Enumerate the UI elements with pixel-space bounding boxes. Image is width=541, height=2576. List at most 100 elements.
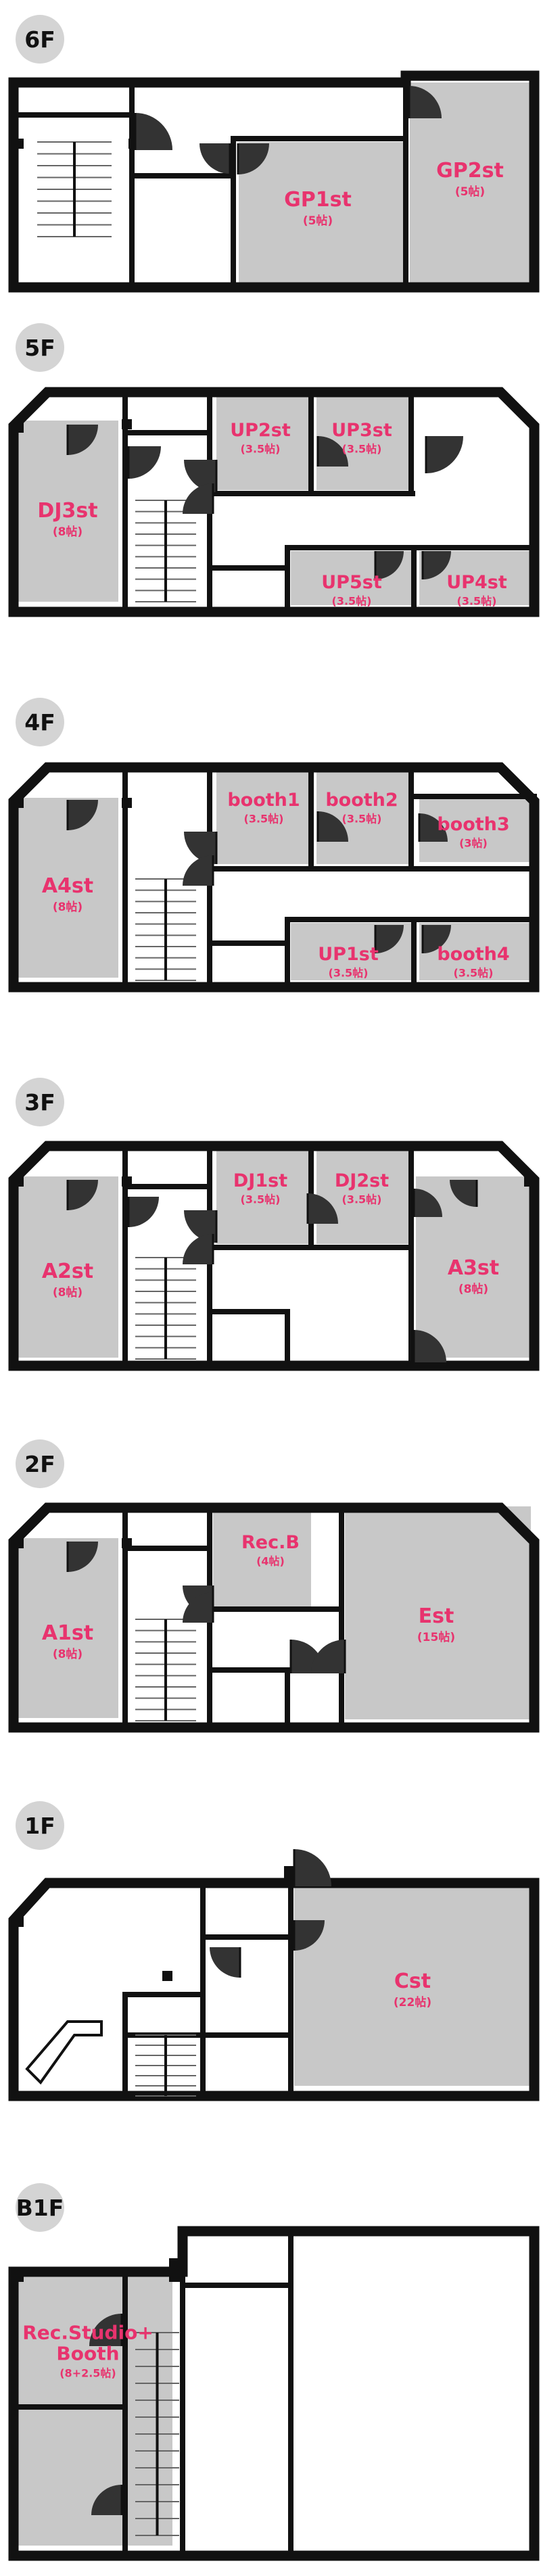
- pillar: [14, 2272, 24, 2282]
- room-name: UP1st: [318, 944, 379, 965]
- door-swing: [128, 446, 161, 479]
- room-name: A2st: [42, 1260, 93, 1283]
- room-name: UP2st: [230, 420, 291, 441]
- floor-badge-circle: [16, 1439, 64, 1488]
- door-swing: [68, 800, 98, 830]
- room-size: (5帖): [303, 214, 333, 228]
- pillar: [524, 1176, 534, 1187]
- room-size: (8帖): [53, 900, 83, 914]
- room-label-cst: Cst (22帖): [394, 1970, 431, 2009]
- room-size: (15帖): [417, 1630, 455, 1644]
- floor-label: 6F: [24, 26, 55, 53]
- door-swing: [199, 143, 230, 174]
- pillar: [14, 1538, 24, 1548]
- door-swing: [375, 925, 404, 953]
- room-name: Rec.Studio+: [22, 2322, 154, 2344]
- door-swing: [375, 551, 404, 579]
- room-label-a4st: A4st(8帖): [42, 874, 93, 914]
- room-label-dj3st: DJ3st (8帖): [37, 499, 97, 539]
- room-area: [239, 142, 403, 283]
- room-name: Booth: [56, 2342, 119, 2364]
- door-swing: [68, 1542, 98, 1572]
- door-swing: [423, 925, 451, 953]
- room-area: [216, 1143, 311, 1244]
- room-name: GP2st: [436, 159, 504, 183]
- door-swing: [135, 113, 172, 150]
- staircase: [135, 500, 196, 602]
- door-swing: [311, 1640, 345, 1673]
- floor-label: 4F: [24, 709, 55, 736]
- floor-label: 3F: [24, 1089, 55, 1116]
- staircase: [135, 1257, 196, 1360]
- door-swing: [294, 1849, 331, 1886]
- room-size: (3.5帖): [342, 1193, 382, 1206]
- door-swing: [91, 2485, 122, 2515]
- pillar: [284, 1866, 295, 1886]
- room-size: (8+2.5帖): [60, 2367, 116, 2380]
- room-area: [316, 763, 411, 864]
- room-label-booth1: booth1(3.5帖): [227, 790, 300, 825]
- room-name: Rec.B: [241, 1532, 300, 1553]
- room-size: (3.5帖): [241, 442, 281, 455]
- floor-badge-1f: 1F: [16, 1801, 64, 1850]
- door-swing: [238, 143, 269, 174]
- room-area: [216, 763, 311, 864]
- pillar: [122, 1176, 132, 1187]
- pillar: [122, 798, 132, 808]
- room-name: A1st: [42, 1621, 93, 1645]
- room-name: booth4: [437, 944, 509, 965]
- door-swing: [318, 436, 348, 467]
- room-size: (3.5帖): [329, 966, 369, 979]
- room-size: (3.5帖): [454, 966, 494, 979]
- room-size: (3帖): [459, 836, 488, 849]
- room-label-rec-b: Rec.B(4帖): [241, 1532, 300, 1567]
- room-label-up3st: UP3st(3.5帖): [331, 420, 392, 455]
- room-label-est: Est(15帖): [417, 1604, 455, 1644]
- floor-badge-circle: [16, 698, 64, 746]
- staircase: [135, 878, 196, 981]
- room-label-dj1st: DJ1st (3.5帖): [233, 1170, 287, 1206]
- room-name: Cst: [394, 1970, 431, 1993]
- room-name: DJ3st: [37, 499, 97, 523]
- room-name: UP5st: [321, 572, 382, 593]
- room-label-rec-studio-booth: Rec.Studio+Booth (8+2.5帖): [22, 2322, 154, 2380]
- room-label-booth4: booth4(3.5帖): [437, 944, 509, 979]
- door-swing: [128, 1197, 159, 1227]
- room-size: (8帖): [53, 525, 83, 539]
- room-size: (3.5帖): [457, 594, 497, 607]
- room-label-gp2st: GP2st(5帖): [436, 159, 504, 199]
- pillar: [122, 1538, 132, 1548]
- door-swing: [409, 86, 442, 118]
- door-swing: [89, 2314, 122, 2346]
- room-name: DJ2st: [335, 1170, 389, 1191]
- room-label-a3st: A3st(8帖): [448, 1256, 499, 1296]
- door-swing: [183, 483, 213, 514]
- room-label-a1st: A1st(8帖): [42, 1621, 93, 1661]
- room-size: (22帖): [394, 1995, 431, 2009]
- pillar: [14, 798, 24, 808]
- room-size: (3.5帖): [241, 1193, 281, 1206]
- pillar: [14, 423, 24, 433]
- floor-badge-circle: [16, 15, 64, 64]
- floor-badge-circle: [16, 2183, 64, 2232]
- room-label-a2st: A2st(8帖): [42, 1260, 93, 1299]
- floor-label: 5F: [24, 335, 55, 361]
- room-name: DJ1st: [233, 1170, 287, 1191]
- pillar: [14, 1917, 24, 1927]
- door-swing: [68, 425, 98, 455]
- floor-label: 1F: [24, 1813, 55, 1839]
- door-swing: [414, 1189, 442, 1217]
- floor-badge-circle: [16, 1801, 64, 1850]
- staircase: [135, 2332, 179, 2536]
- door-swing: [210, 1947, 240, 1978]
- room-size: (8帖): [458, 1282, 488, 1296]
- floor-label: B1F: [16, 2195, 64, 2221]
- room-area: [216, 389, 311, 490]
- room-size: (3.5帖): [342, 812, 382, 825]
- room-area: [345, 1506, 531, 1719]
- door-swing: [423, 551, 451, 579]
- room-name: booth2: [325, 790, 398, 811]
- floor-badge-3f: 3F: [16, 1078, 64, 1126]
- floor-label: 2F: [24, 1451, 55, 1477]
